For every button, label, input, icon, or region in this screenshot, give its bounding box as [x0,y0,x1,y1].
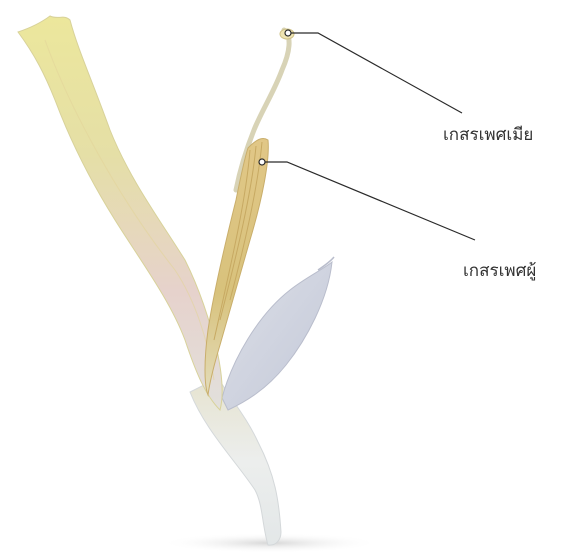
leader-dot-female [285,30,291,36]
side-leaf [222,262,332,410]
leader-line-male [262,162,475,240]
stamen-label: เกสรเพศผู้ [463,263,536,280]
leader-line-female [288,33,462,113]
leader-dot-male [259,159,265,165]
pistil-label: เกสรเพศเมีย [443,127,533,144]
petal [18,16,222,410]
